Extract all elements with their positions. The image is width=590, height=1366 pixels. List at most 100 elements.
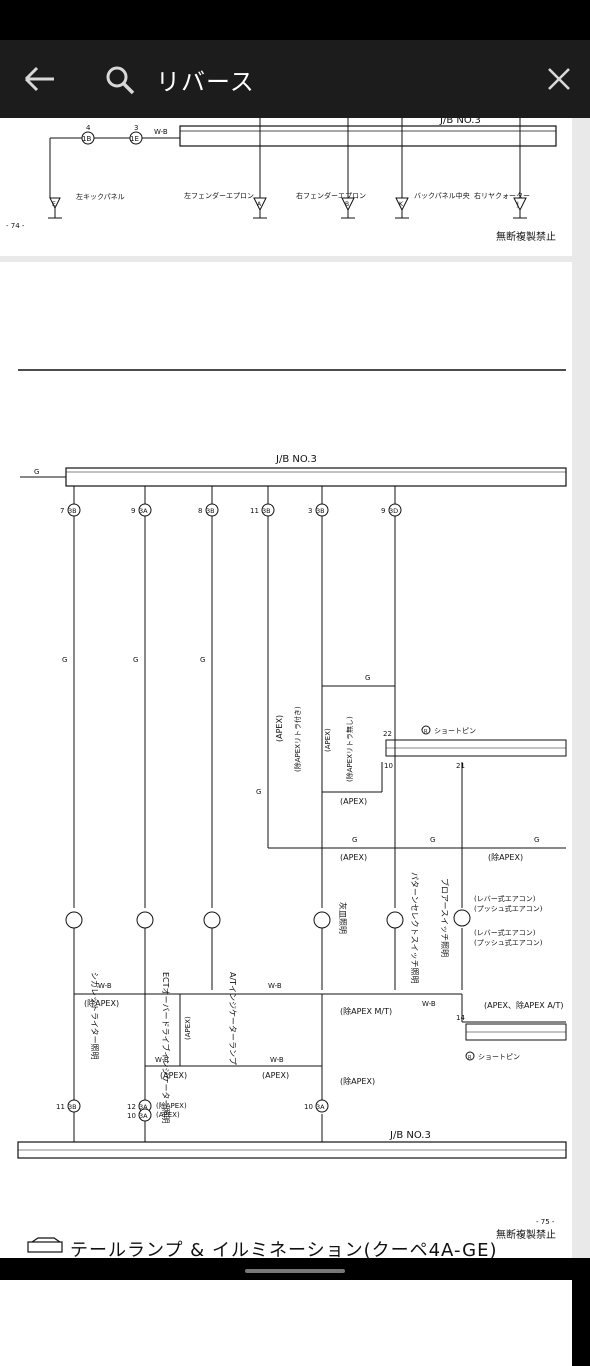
- copyright-notice: 無断複製禁止: [496, 230, 556, 243]
- svg-text:W-B: W-B: [155, 1056, 169, 1064]
- svg-text:E: E: [52, 201, 56, 208]
- svg-text:3D: 3D: [389, 507, 398, 515]
- svg-text:R: R: [468, 1055, 472, 1061]
- ground-label: 右フェンダーエプロン: [296, 191, 366, 200]
- aircon-label: (レバー式エアコン): [474, 928, 536, 937]
- wiring-diagram-page-75: J/B NO.3 G 3B 7 3A 9 3B 8 3B 11 3B 3: [17, 369, 567, 1241]
- wiring-diagram-page-74: J/B NO.3 1B 4 1E 3 W-B E 左キックパネル: [6, 115, 557, 243]
- svg-text:9: 9: [131, 507, 135, 515]
- bottom-connectors: 3B 11 3A 12 3A 10 3A 10 (除APEX) (APEX): [56, 1099, 329, 1122]
- copyright-notice: 無断複製禁止: [496, 1228, 556, 1241]
- svg-text:K: K: [399, 201, 404, 208]
- ground-symbol: J 右リヤクォーター: [474, 191, 530, 219]
- svg-text:(除APEXリトラ無し): (除APEXリトラ無し): [345, 716, 354, 782]
- wire-label: G: [34, 468, 39, 476]
- svg-text:G: G: [365, 674, 370, 682]
- page-number: - 74 -: [6, 222, 25, 230]
- ground-label: バックパネル中央: [414, 191, 470, 200]
- connector-id: 1E: [130, 135, 139, 143]
- apex-at-label: (APEX、除APEX A/T): [484, 1000, 564, 1010]
- svg-text:R: R: [424, 729, 428, 735]
- back-arrow-icon[interactable]: [22, 62, 58, 96]
- not-apex-label: (除APEX): [84, 998, 119, 1008]
- svg-text:10: 10: [127, 1112, 136, 1120]
- connector-id: 1B: [82, 135, 91, 143]
- close-icon[interactable]: [546, 66, 572, 92]
- ground-symbol: K バックパネル中央: [395, 191, 470, 219]
- page-footer-title: テールランプ & イルミネーション(クーペ4A-GE): [70, 1240, 498, 1261]
- svg-text:3B: 3B: [316, 507, 325, 515]
- svg-text:11: 11: [56, 1103, 65, 1111]
- svg-text:W-B: W-B: [422, 1000, 436, 1008]
- component-label: A/Tインジケーターランプ: [228, 972, 237, 1065]
- apex-label: (APEX): [160, 1071, 187, 1080]
- page-74: J/B NO.3 1B 4 1E 3 W-B E 左キックパネル: [0, 115, 572, 256]
- svg-text:W-B: W-B: [268, 982, 282, 990]
- svg-text:22: 22: [383, 730, 392, 738]
- not-apex-mt-label: (除APEX M/T): [340, 1006, 392, 1016]
- apex-label: (APEX): [340, 853, 367, 862]
- svg-text:3A: 3A: [139, 1103, 148, 1111]
- vehicle-icon: [27, 1237, 63, 1253]
- svg-text:A: A: [257, 201, 262, 208]
- jb-bottom-label: J/B NO.3: [389, 1130, 431, 1141]
- svg-text:3B: 3B: [262, 507, 271, 515]
- svg-text:12: 12: [127, 1103, 136, 1111]
- ground-symbol: A 左フェンダーエプロン: [184, 191, 267, 219]
- search-icon: [106, 66, 135, 95]
- page-75: J/B NO.3 G 3B 7 3A 9 3B 8 3B 11 3B 3: [0, 262, 572, 1268]
- svg-text:3B: 3B: [68, 507, 77, 515]
- connector-num: 4: [86, 124, 91, 132]
- ground-symbol: E 左キックパネル: [48, 192, 125, 219]
- svg-text:3: 3: [308, 507, 312, 515]
- svg-text:(除APEX): (除APEX): [156, 1101, 187, 1110]
- component-label: 灰皿照明: [338, 902, 348, 934]
- svg-text:10: 10: [304, 1103, 313, 1111]
- svg-text:3B: 3B: [68, 1103, 77, 1111]
- svg-text:3B: 3B: [206, 507, 215, 515]
- svg-text:10: 10: [384, 762, 393, 770]
- svg-text:9: 9: [381, 507, 385, 515]
- component-label: シガレットライター照明: [90, 972, 100, 1060]
- short-pin-label: ショートピン: [478, 1053, 520, 1061]
- svg-text:G: G: [534, 836, 539, 844]
- search-input[interactable]: リバース: [156, 68, 255, 96]
- svg-text:7: 7: [60, 507, 64, 515]
- svg-text:G: G: [200, 656, 205, 664]
- wire-label: W-B: [154, 128, 168, 136]
- search-header: リバース: [0, 40, 590, 118]
- svg-text:G: G: [256, 788, 261, 796]
- svg-text:(APEX): (APEX): [275, 715, 284, 742]
- jb-top-label: J/B NO.3: [275, 454, 317, 465]
- svg-text:W-B: W-B: [98, 982, 112, 990]
- svg-text:W-B: W-B: [270, 1056, 284, 1064]
- svg-text:J: J: [516, 201, 519, 208]
- svg-text:14: 14: [456, 1014, 465, 1022]
- svg-text:11: 11: [250, 507, 259, 515]
- ground-label: 左キックパネル: [76, 192, 125, 201]
- ground-label: 左フェンダーエプロン: [184, 191, 254, 200]
- svg-text:G: G: [430, 836, 435, 844]
- aircon-label: (プッシュ式エアコン): [474, 938, 543, 947]
- svg-text:G: G: [133, 656, 138, 664]
- page-76: [0, 1276, 572, 1366]
- apex-label: (APEX): [262, 1071, 289, 1080]
- page-number: - 75 -: [536, 1218, 555, 1226]
- aircon-label: (プッシュ式エアコン): [474, 904, 543, 913]
- svg-text:G: G: [62, 656, 67, 664]
- svg-text:G: G: [352, 836, 357, 844]
- svg-text:(APEX): (APEX): [324, 728, 332, 752]
- home-indicator[interactable]: [245, 1269, 345, 1273]
- apex-label: (APEX): [340, 797, 367, 806]
- short-pin-label: ショートピン: [434, 727, 476, 735]
- connector-num: 3: [134, 124, 138, 132]
- status-bar: [0, 0, 590, 40]
- document-viewer[interactable]: J/B NO.3 1B 4 1E 3 W-B E 左キックパネル: [0, 115, 590, 1366]
- top-connectors: 3B 7 3A 9 3B 8 3B 11 3B 3 3D 9: [60, 503, 402, 517]
- svg-text:(除APEXリトラ付き): (除APEXリトラ付き): [293, 706, 302, 772]
- svg-text:3A: 3A: [139, 1112, 148, 1120]
- svg-text:(APEX): (APEX): [156, 1111, 180, 1119]
- svg-text:(APEX): (APEX): [184, 1016, 192, 1040]
- svg-text:B: B: [345, 201, 349, 208]
- not-apex-label: (除APEX): [488, 852, 523, 862]
